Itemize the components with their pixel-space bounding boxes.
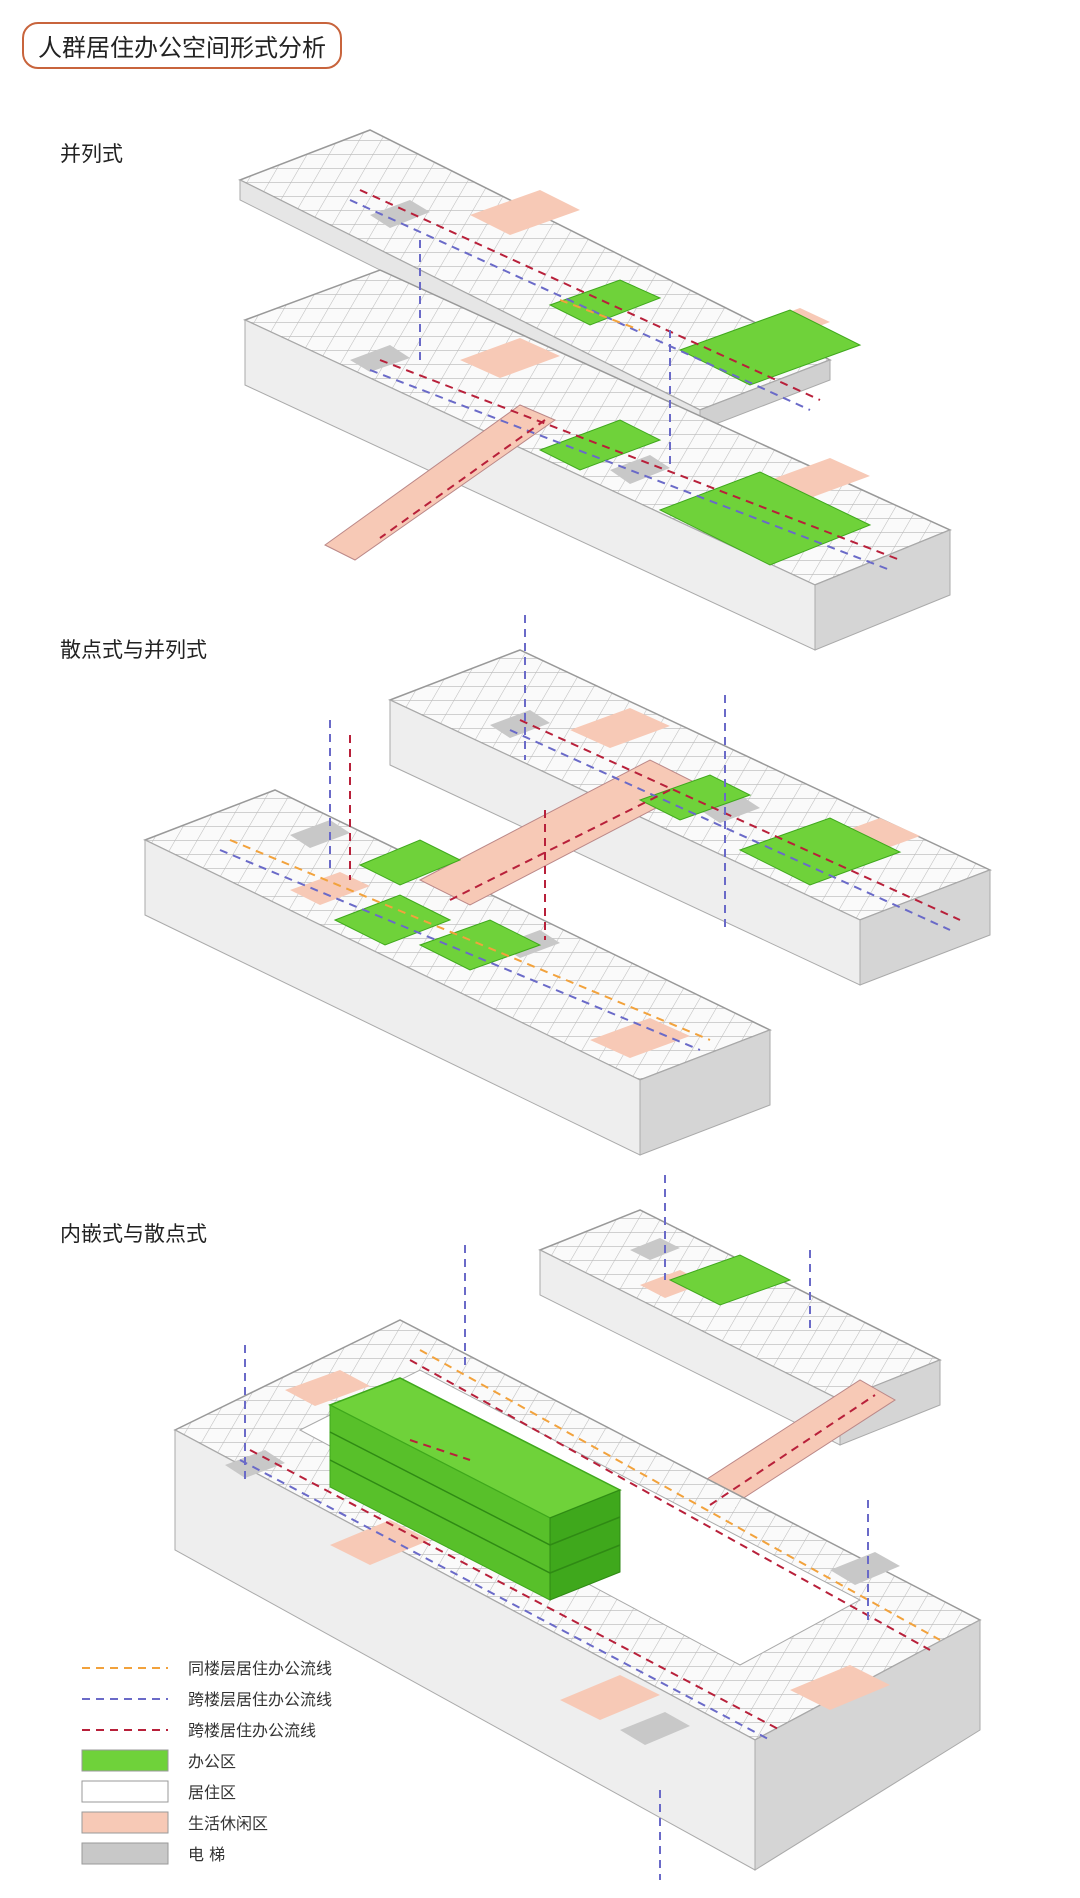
leisure-zone bbox=[460, 338, 560, 378]
diagram-embedded-scatter bbox=[173, 1175, 982, 1880]
section-label-scatter-parallel: 散点式与并列式 bbox=[60, 638, 207, 662]
elevator-block bbox=[370, 200, 430, 228]
legend-item: 电 梯 bbox=[81, 1842, 225, 1865]
legend-label: 办公区 bbox=[188, 1752, 236, 1771]
legend-item: 居住区 bbox=[81, 1780, 236, 1803]
elevator-block bbox=[350, 345, 410, 372]
flow-lines-3 bbox=[239, 1175, 941, 1880]
diagram-parallel bbox=[238, 129, 952, 651]
elevator-block bbox=[620, 1712, 690, 1745]
legend-label: 生活休闲区 bbox=[188, 1814, 268, 1833]
legend-item: 跨楼层居住办公流线 bbox=[82, 1690, 332, 1709]
leisure-zone bbox=[590, 1018, 690, 1058]
elevator-block bbox=[225, 1450, 285, 1478]
elevator-block bbox=[610, 455, 670, 484]
office-volume-embedded bbox=[328, 1377, 622, 1601]
leisure-zone bbox=[470, 190, 580, 235]
leisure-zone bbox=[770, 458, 870, 498]
section-label-parallel: 并列式 bbox=[60, 142, 123, 166]
elevator-block bbox=[830, 1552, 900, 1585]
legend-label: 电 梯 bbox=[188, 1845, 225, 1864]
office-zone bbox=[668, 1254, 792, 1306]
elevator-block bbox=[290, 820, 350, 848]
leisure-zone bbox=[790, 1665, 890, 1710]
legend-item: 办公区 bbox=[81, 1749, 236, 1772]
legend-item: 同楼层居住办公流线 bbox=[82, 1659, 332, 1678]
leisure-zone bbox=[285, 1370, 370, 1406]
flow-lines-2 bbox=[219, 615, 961, 1051]
legend-item: 跨楼居住办公流线 bbox=[82, 1721, 316, 1740]
bridge-corridor bbox=[324, 404, 557, 561]
legend-color-swatch bbox=[81, 1842, 169, 1865]
legend-label: 同楼层居住办公流线 bbox=[188, 1659, 332, 1678]
legend-label: 居住区 bbox=[188, 1783, 236, 1802]
flow-lines-1 bbox=[349, 189, 901, 571]
leisure-zone bbox=[290, 872, 370, 905]
elevator-block bbox=[630, 1238, 680, 1260]
legend-label: 跨楼居住办公流线 bbox=[188, 1721, 316, 1740]
leisure-zone bbox=[570, 708, 670, 748]
elevator-block bbox=[490, 710, 550, 738]
building-top-3 bbox=[538, 1209, 942, 1446]
legend-label: 跨楼层居住办公流线 bbox=[188, 1690, 332, 1709]
legend-color-swatch bbox=[81, 1780, 169, 1803]
section-label-embedded-scatter: 内嵌式与散点式 bbox=[60, 1222, 207, 1246]
legend-color-swatch bbox=[81, 1811, 169, 1834]
leisure-zone bbox=[560, 1675, 660, 1720]
diagram-scatter-parallel bbox=[143, 615, 992, 1156]
elevator-block bbox=[700, 795, 760, 823]
legend-item: 生活休闲区 bbox=[81, 1811, 268, 1834]
page-title: 人群居住办公空间形式分析 bbox=[22, 22, 342, 69]
legend-color-swatch bbox=[81, 1749, 169, 1772]
